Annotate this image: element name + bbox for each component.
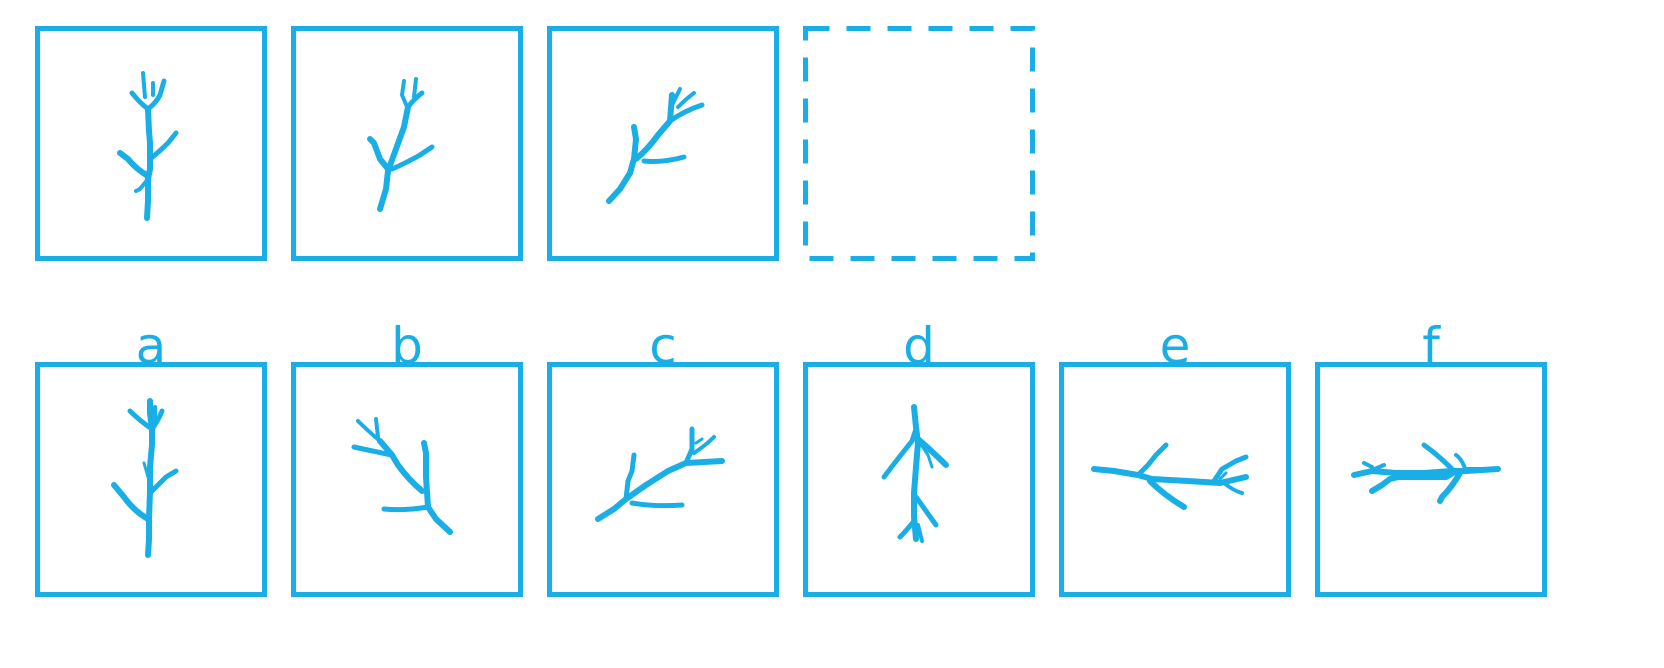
twig-option-c <box>595 426 725 522</box>
dashed-placeholder-frame <box>803 26 1035 261</box>
option-panel-c[interactable] <box>547 362 779 597</box>
question-panel-2 <box>291 26 523 261</box>
question-panel-1 <box>35 26 267 261</box>
twig-figure-1 <box>117 71 179 221</box>
question-panel-3 <box>547 26 779 261</box>
twig-figure-2 <box>367 77 435 212</box>
twig-option-f <box>1351 442 1501 504</box>
option-label-f: f <box>1422 317 1440 375</box>
option-panel-f[interactable] <box>1315 362 1547 597</box>
option-panel-e[interactable] <box>1059 362 1291 597</box>
option-panel-d[interactable] <box>803 362 1035 597</box>
twig-option-a <box>111 398 179 558</box>
twig-option-e <box>1091 442 1249 510</box>
twig-option-b <box>351 417 453 535</box>
twig-option-d <box>881 404 949 543</box>
option-panel-b[interactable] <box>291 362 523 597</box>
twig-figure-3 <box>606 87 705 204</box>
answer-placeholder-panel[interactable] <box>803 26 1035 261</box>
option-panel-a[interactable] <box>35 362 267 597</box>
